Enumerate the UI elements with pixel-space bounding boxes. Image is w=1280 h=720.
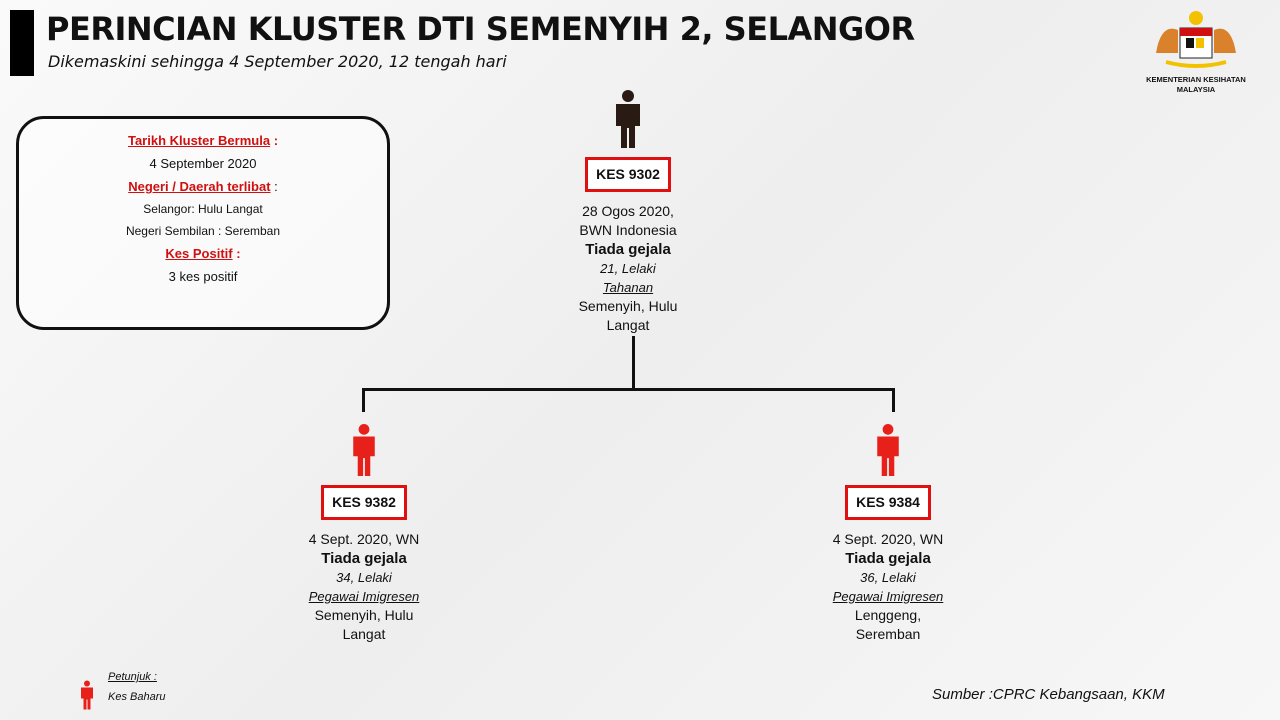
case-location: Semenyih, Hulu [314,607,414,623]
case-location: Semenyih, Hulu [578,298,678,314]
case-role: Pegawai Imigresen [308,589,420,604]
case-location: Langat [606,317,650,333]
case-id: KES 9384 [845,485,931,520]
case-node: KES 9382 4 Sept. 2020, WN Tiada gejala 3… [254,424,474,644]
legend-item: Kes Baharu [108,691,166,703]
case-location: Langat [342,626,386,642]
case-detail: BWN Indonesia [579,222,677,238]
case-age: 21, Lelaki [600,261,656,276]
case-symptom: Tiada gejala [585,241,671,258]
tree-connector [362,388,365,412]
logo-line1: KEMENTERIAN KESIHATAN [1146,75,1246,84]
case-symptom: Tiada gejala [845,550,931,567]
case-location: Seremban [855,626,921,642]
source-note: Sumber :CPRC Kebangsaan, KKM [932,686,1165,703]
tree-connector [362,388,895,391]
person-icon [353,424,375,476]
positive-value: 3 kes positif [168,269,238,284]
case-age: 34, Lelaki [336,570,392,585]
legend-person-icon [78,680,96,715]
case-node: KES 9302 28 Ogos 2020, BWN Indonesia Tia… [518,90,738,335]
start-label: Tarikh Kluster Bermula [127,133,271,148]
case-detail: 28 Ogos 2020, [582,203,674,219]
logo-line2: MALAYSIA [1176,85,1216,94]
region-1: Selangor: Hulu Langat [143,202,263,216]
kkm-logo: KEMENTERIAN KESIHATAN MALAYSIA [1128,8,1264,95]
colon: : [274,179,278,194]
case-role: Pegawai Imigresen [832,589,944,604]
coat-of-arms-icon [1156,11,1236,68]
case-node: KES 9384 4 Sept. 2020, WN Tiada gejala 3… [778,424,998,644]
case-detail: 4 Sept. 2020, WN [308,531,420,547]
person-icon [616,90,640,148]
title-accent-bar [10,10,34,76]
positive-label: Kes Positif [165,246,233,261]
case-id: KES 9382 [321,485,407,520]
case-location: Lenggeng, [854,607,922,623]
colon: : [236,246,241,261]
legend-title: Petunjuk : [108,671,157,683]
page-title: PERINCIAN KLUSTER DTI SEMENYIH 2, SELANG… [46,10,915,48]
page-subtitle: Dikemaskini sehingga 4 September 2020, 1… [48,52,507,71]
region-2: Negeri Sembilan : Seremban [125,224,281,238]
case-detail: 4 Sept. 2020, WN [832,531,944,547]
person-icon [877,424,899,476]
start-value: 4 September 2020 [149,156,257,171]
case-id: KES 9302 [585,157,671,192]
region-label: Negeri / Daerah terlibat [128,179,271,194]
tree-connector [632,336,635,390]
tree-connector [892,388,895,412]
colon: : [273,133,279,148]
case-age: 36, Lelaki [860,570,916,585]
case-symptom: Tiada gejala [321,550,407,567]
cluster-info-box: Tarikh Kluster Bermula : 4 September 202… [16,116,390,330]
case-role: Tahanan [602,280,654,295]
